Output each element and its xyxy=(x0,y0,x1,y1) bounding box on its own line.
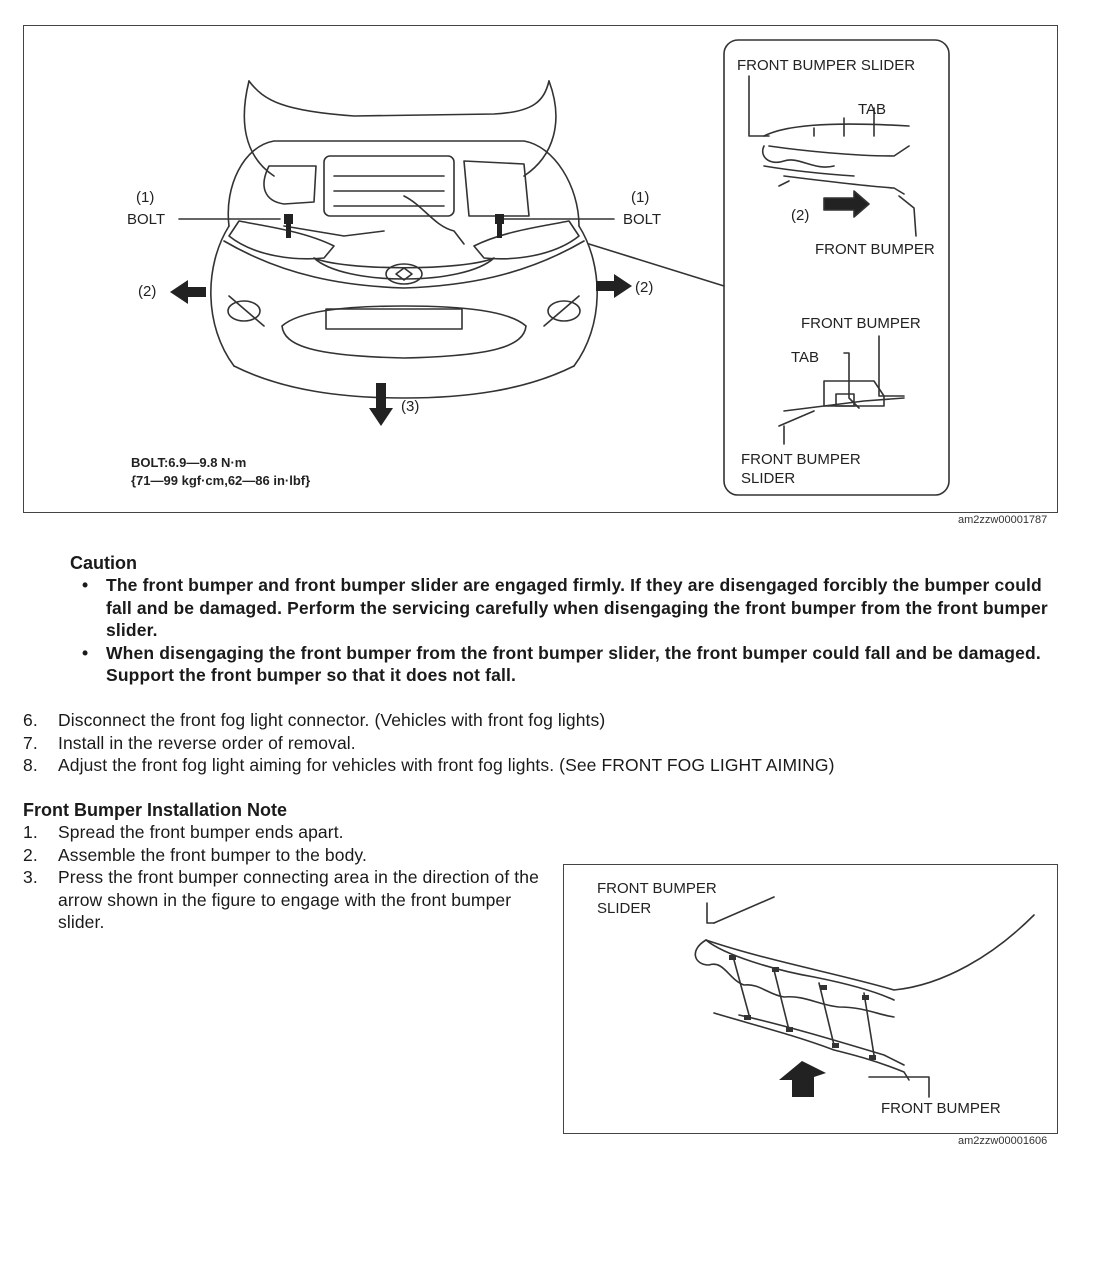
caution-item-text: When disengaging the front bumper from t… xyxy=(106,642,1041,686)
step-item: 2. Assemble the front bumper to the body… xyxy=(23,844,543,867)
bolt-label-left: BOLT xyxy=(127,211,166,228)
fig2-slider-label-1: FRONT BUMPER xyxy=(597,880,717,897)
bumper-slider-illustration xyxy=(694,896,1035,1098)
step-text: Assemble the front bumper to the body. xyxy=(58,844,367,865)
step-item: 6. Disconnect the front fog light connec… xyxy=(23,709,1083,732)
step-number: 8. xyxy=(23,755,38,775)
bolt-number-left: (1) xyxy=(136,189,155,206)
step-text: Disconnect the front fog light connector… xyxy=(58,710,606,730)
procedure-steps: 6. Disconnect the front fog light connec… xyxy=(23,709,1083,777)
step-number: 1. xyxy=(23,822,38,842)
caution-list: • The front bumper and front bumper slid… xyxy=(70,574,1070,687)
bullet-icon: • xyxy=(82,642,89,663)
inset-slider-label-bottom-1: FRONT BUMPER xyxy=(741,451,861,468)
inset-tab-label-mid: TAB xyxy=(791,349,820,366)
caution-item-text: The front bumper and front bumper slider… xyxy=(106,575,1048,640)
bolt-label-right: BOLT xyxy=(623,211,662,228)
arrow-2-label-right: (2) xyxy=(635,279,654,296)
step-text: Press the front bumper connecting area i… xyxy=(58,867,539,932)
figure-front-bumper-removal: (1) BOLT (1) BOLT (2) (2) (3) BOLT:6.9—9… xyxy=(23,25,1058,513)
step-text: Adjust the front fog light aiming for ve… xyxy=(58,755,835,775)
step-item: 3. Press the front bumper connecting are… xyxy=(23,866,543,934)
arrow-3-label: (3) xyxy=(401,398,420,415)
installation-note-title: Front Bumper Installation Note xyxy=(23,800,288,820)
step-text: Install in the reverse order of removal. xyxy=(58,732,356,753)
step-number: 2. xyxy=(23,844,38,865)
inset-arrow-2-label: (2) xyxy=(791,207,810,224)
installation-steps: 1. Spread the front bumper ends apart. 2… xyxy=(23,821,543,934)
caution-item: • When disengaging the front bumper from… xyxy=(70,642,1070,687)
inset-tab-label-top: TAB xyxy=(858,101,887,118)
step-number: 3. xyxy=(23,867,38,887)
figure-2-id: am2zzw00001606 xyxy=(958,1135,1048,1147)
inset-bumper-label-top: FRONT BUMPER xyxy=(815,241,935,258)
step-item: 7. Install in the reverse order of remov… xyxy=(23,732,1083,755)
arrow-2-label-left: (2) xyxy=(138,283,157,300)
torque-spec-line1: BOLT:6.9—9.8 N·m xyxy=(131,455,247,470)
torque-spec-line2: {71—99 kgf·cm,62—86 in·lbf} xyxy=(131,473,311,488)
step-item: 1. Spread the front bumper ends apart. xyxy=(23,821,543,844)
inset-slider-label-top: FRONT BUMPER SLIDER xyxy=(737,57,916,74)
inset-slider-label-bottom-2: SLIDER xyxy=(741,470,796,487)
bolt-number-right: (1) xyxy=(631,189,650,206)
step-item: 8. Adjust the front fog light aiming for… xyxy=(23,754,1083,777)
figure-front-bumper-installation: FRONT BUMPER SLIDER FRONT BUMPER xyxy=(563,864,1058,1134)
fig2-slider-label-2: SLIDER xyxy=(597,900,652,917)
caution-block: Caution • The front bumper and front bum… xyxy=(70,552,1070,687)
step-text: Spread the front bumper ends apart. xyxy=(58,822,344,842)
car-front-illustration xyxy=(170,39,950,496)
inset-bumper-label-mid: FRONT BUMPER xyxy=(801,315,921,332)
step-number: 7. xyxy=(23,732,38,753)
step-number: 6. xyxy=(23,710,38,730)
caution-item: • The front bumper and front bumper slid… xyxy=(70,574,1070,642)
fig2-bumper-label: FRONT BUMPER xyxy=(881,1100,1001,1117)
figure-1-id: am2zzw00001787 xyxy=(958,514,1048,526)
caution-title: Caution xyxy=(70,553,137,573)
bullet-icon: • xyxy=(82,575,89,595)
